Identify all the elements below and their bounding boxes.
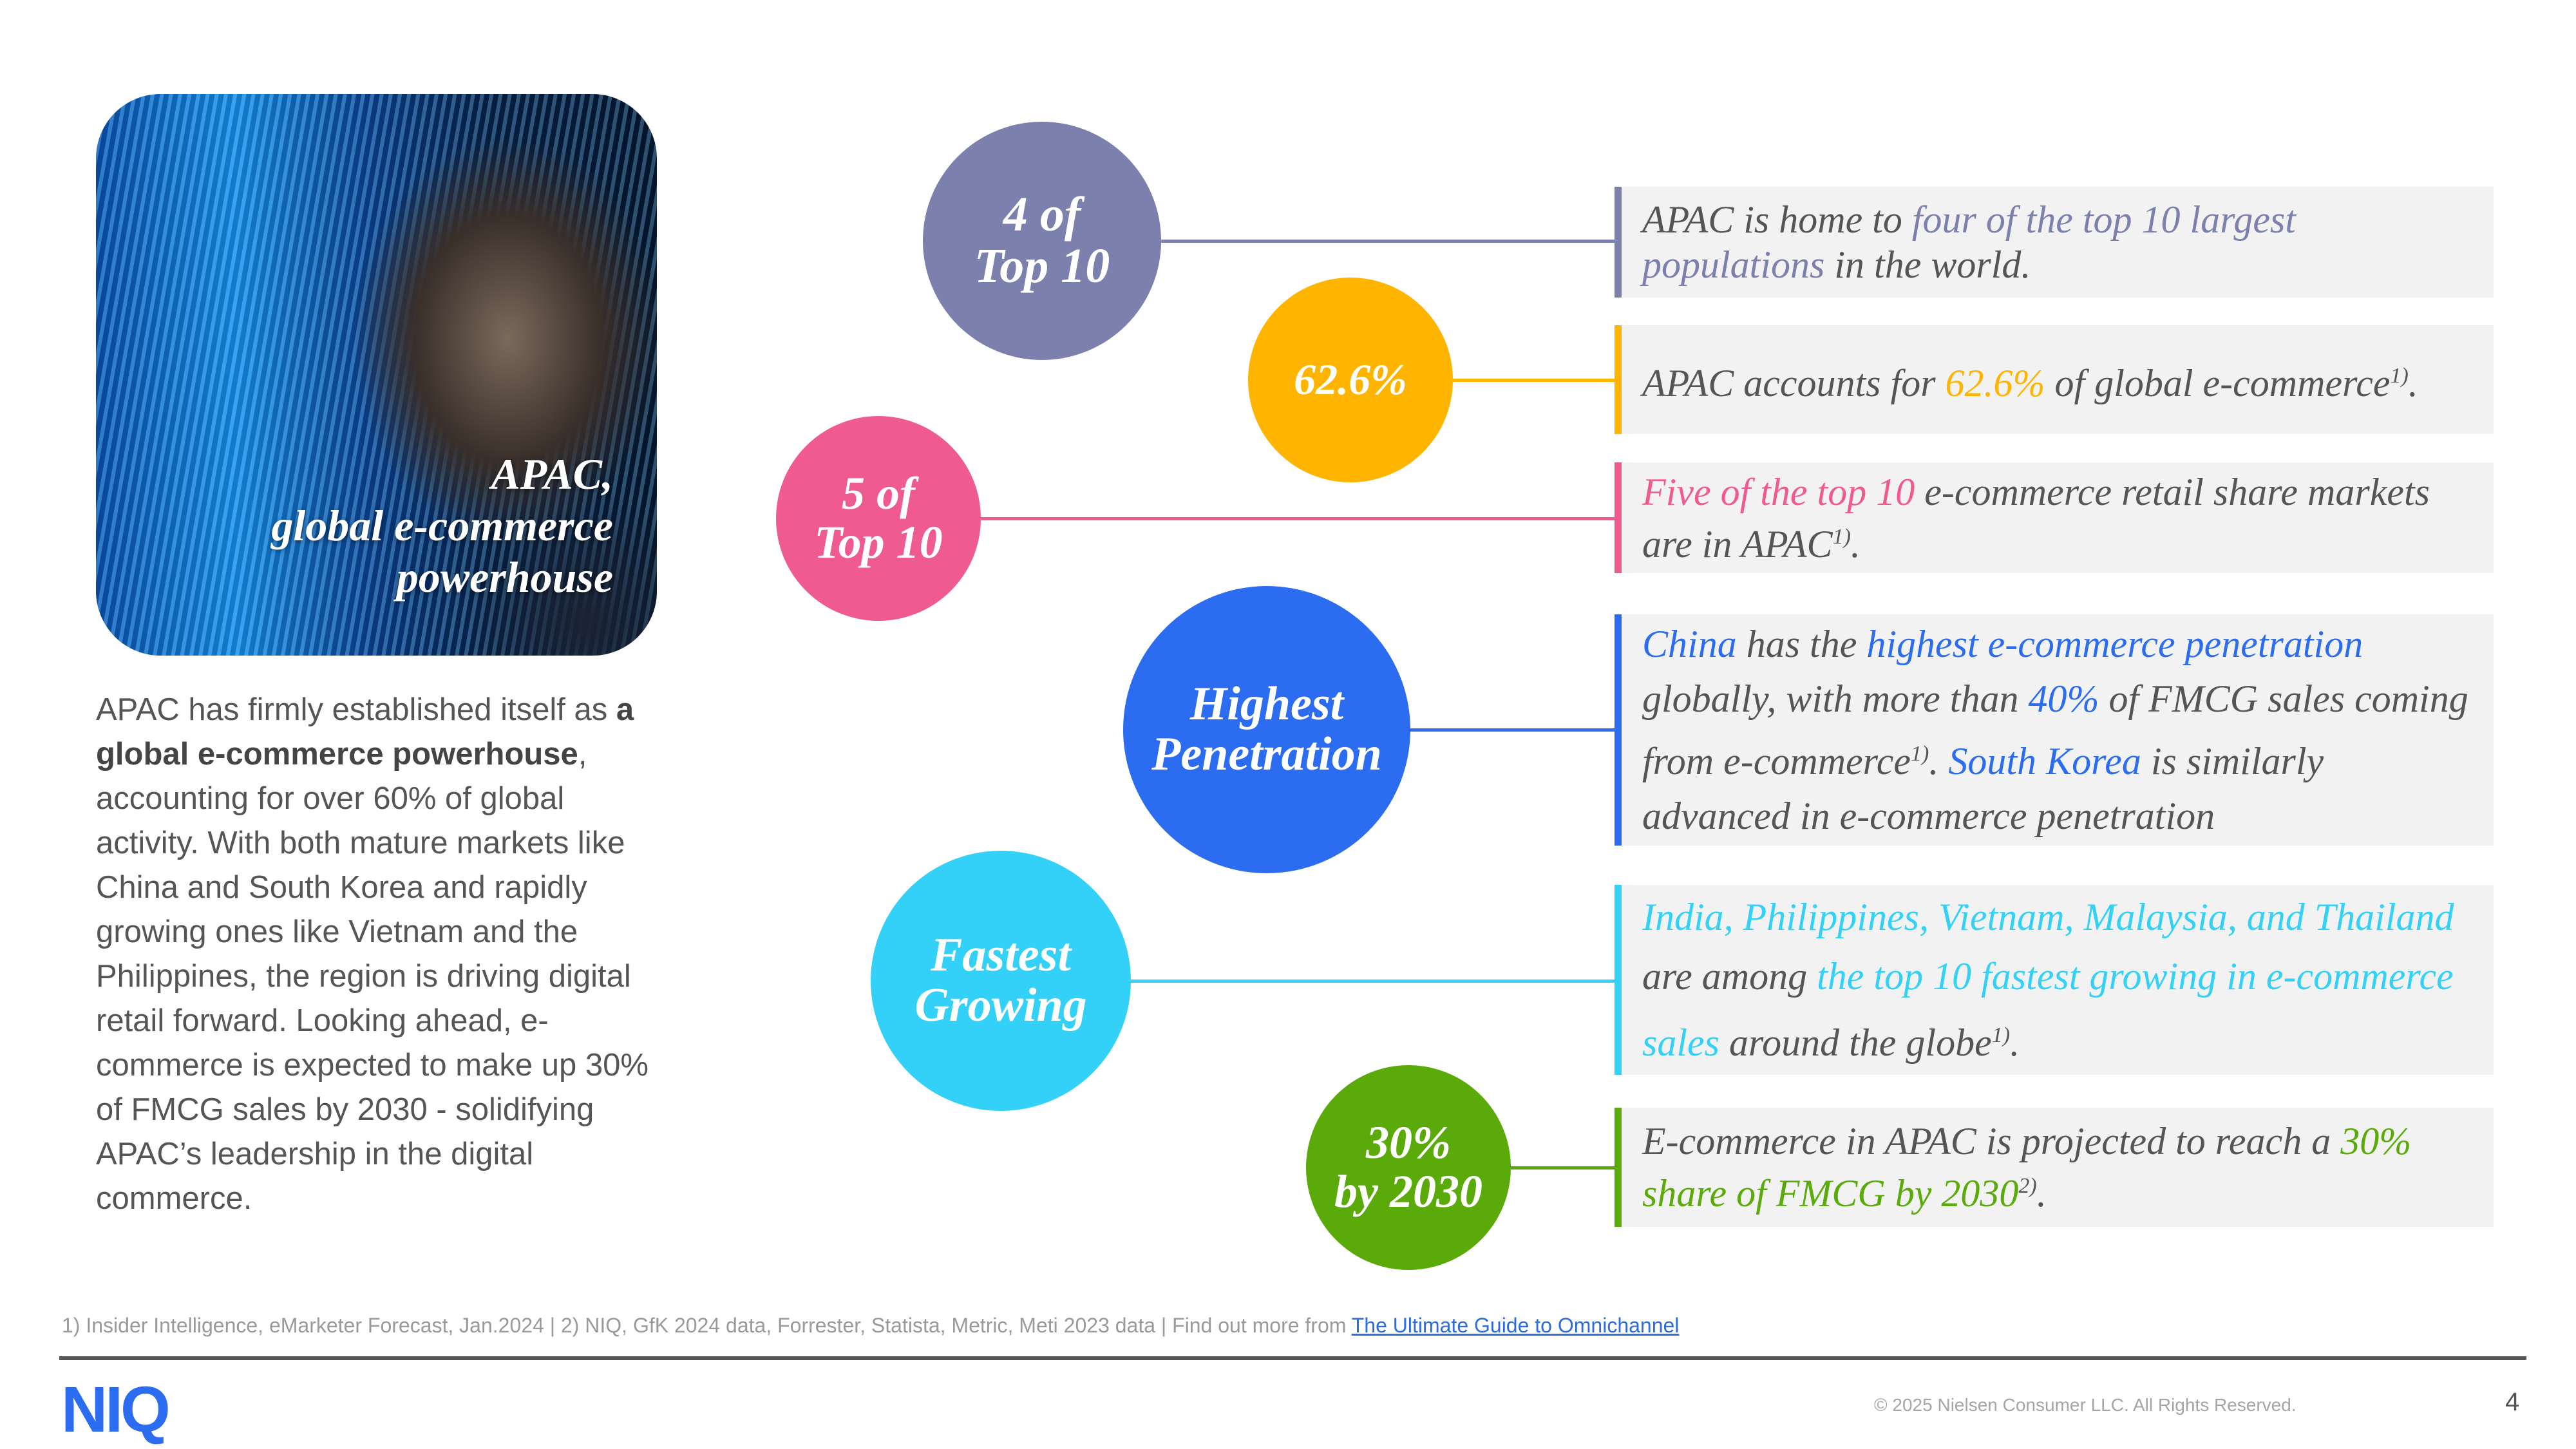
highlight-text: highest e-commerce penetration xyxy=(1866,622,2363,665)
circle-label: Penetration xyxy=(1151,728,1382,781)
highlight-text: China xyxy=(1642,622,1737,665)
circle-label: Growing xyxy=(914,979,1087,1032)
top10-retail-markets-connector xyxy=(980,517,1615,520)
global-ecommerce-share-connector xyxy=(1452,379,1615,382)
highlight-text: four of the top 10 largest populations xyxy=(1642,198,2296,286)
circle-label: 30% xyxy=(1366,1117,1451,1169)
sources-text: 1) Insider Intelligence, eMarketer Forec… xyxy=(62,1314,1352,1337)
fmcg-2030-connector xyxy=(1510,1166,1615,1170)
footnote-ref: 1) xyxy=(1911,741,1929,766)
callout-text: . xyxy=(2036,1172,2047,1215)
hero-caption: APAC, global e-commerce powerhouse xyxy=(271,448,613,603)
caption-line: powerhouse xyxy=(396,553,613,601)
highest-penetration-callout: China has the highest e-commerce penetra… xyxy=(1615,614,2494,846)
highlight-text: India, Philippines, Vietnam, Malaysia, a… xyxy=(1642,896,2454,938)
top10-retail-markets-callout: Five of the top 10 e-commerce retail sha… xyxy=(1615,462,2494,573)
circle-label: Highest xyxy=(1189,677,1344,731)
global-ecommerce-share-circle: 62.6% xyxy=(1248,278,1453,482)
highlight-text: South Korea xyxy=(1948,739,2141,782)
intro-text: APAC has firmly established itself as xyxy=(96,692,616,727)
footnote-ref: 2) xyxy=(2018,1174,2037,1198)
circle-label: Top 10 xyxy=(814,516,943,568)
top10-populations-connector xyxy=(1160,240,1615,243)
circle-label: 62.6% xyxy=(1294,355,1407,404)
circle-label: Fastest xyxy=(931,929,1071,982)
callout-text: is similarly advanced in e-commerce pene… xyxy=(1642,739,2324,837)
footer-divider xyxy=(59,1356,2526,1360)
fmcg-2030-callout: E-commerce in APAC is projected to reach… xyxy=(1615,1108,2494,1227)
circle-label: by 2030 xyxy=(1334,1166,1482,1217)
fmcg-2030-circle: 30%by 2030 xyxy=(1306,1065,1511,1270)
circle-label: 4 of xyxy=(1003,187,1081,242)
callout-text: of global e-commerce xyxy=(2045,362,2391,404)
callout-text: e-commerce retail share markets are in A… xyxy=(1642,470,2430,565)
copyright: © 2025 Nielsen Consumer LLC. All Rights … xyxy=(1874,1395,2297,1415)
callout-text: are among xyxy=(1642,955,1817,998)
callout-text: in the world. xyxy=(1824,243,2031,286)
footnote: 1) Insider Intelligence, eMarketer Forec… xyxy=(62,1314,1679,1338)
highlight-text: 30% share of FMCG by 2030 xyxy=(1642,1120,2412,1215)
page-number: 4 xyxy=(2505,1388,2520,1416)
callout-text: . xyxy=(1929,739,1949,782)
intro-text: , accounting for over 60% of global acti… xyxy=(96,737,649,1216)
callout-text: has the xyxy=(1736,622,1867,665)
highest-penetration-connector xyxy=(1409,728,1615,732)
callout-text: . xyxy=(1850,522,1861,565)
callout-text: of FMCG sales coming from e-commerce xyxy=(1642,677,2468,782)
highlight-text: 40% xyxy=(2028,677,2099,720)
callout-text: . xyxy=(2010,1021,2020,1064)
omnichannel-guide-link[interactable]: The Ultimate Guide to Omnichannel xyxy=(1351,1314,1680,1337)
caption-line: global e-commerce xyxy=(271,501,613,550)
callout-text: APAC accounts for xyxy=(1642,362,1946,404)
intro-paragraph: APAC has firmly established itself as a … xyxy=(96,688,663,1221)
fastest-growing-connector xyxy=(1130,980,1615,983)
callout-text: E-commerce in APAC is projected to reach… xyxy=(1642,1120,2341,1162)
footnote-ref: 1) xyxy=(1991,1023,2011,1047)
top10-populations-callout: APAC is home to four of the top 10 large… xyxy=(1615,187,2494,298)
highlight-text: the top 10 fastest growing in e-commerce… xyxy=(1642,955,2454,1064)
callout-text: globally, with more than xyxy=(1642,677,2029,720)
footnote-ref: 1) xyxy=(1832,524,1851,549)
intro-bold: a global e-commerce powerhouse xyxy=(96,692,634,772)
callout-text: around the globe xyxy=(1719,1021,1992,1064)
circle-label: 5 of xyxy=(842,468,915,520)
niq-logo: NIQ xyxy=(61,1374,171,1446)
fastest-growing-callout: India, Philippines, Vietnam, Malaysia, a… xyxy=(1615,885,2494,1075)
highlight-text: Five of the top 10 xyxy=(1642,470,1915,513)
hero-photo: APAC, global e-commerce powerhouse xyxy=(96,94,657,656)
circle-label: Top 10 xyxy=(974,239,1110,293)
footnote-ref: 1) xyxy=(2390,364,2409,388)
callout-text: APAC is home to xyxy=(1642,198,1912,241)
callout-text: . xyxy=(2408,362,2418,404)
caption-line: APAC, xyxy=(491,450,613,498)
global-ecommerce-share-callout: APAC accounts for 62.6% of global e-comm… xyxy=(1615,325,2494,434)
highlight-text: 62.6% xyxy=(1945,362,2045,404)
